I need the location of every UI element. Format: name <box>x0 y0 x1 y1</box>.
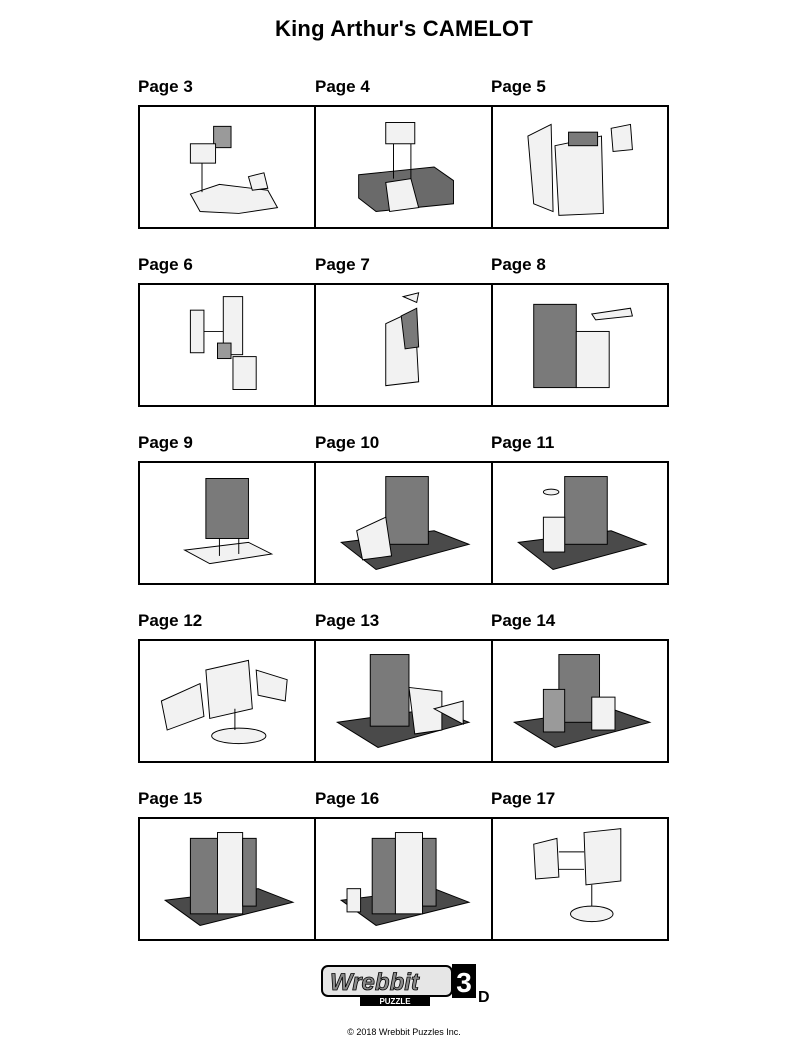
logo-sub: PUZZLE <box>379 997 411 1006</box>
step-label-page-6: Page 6 <box>138 255 193 274</box>
copyright-notice: © 2018 Wrebbit Puzzles Inc. <box>347 1027 461 1037</box>
step-illustration-page-6 <box>140 285 314 405</box>
step-illustration-page-10 <box>314 463 490 583</box>
step-row-5: Page 15 Page 16 Page 17 <box>138 789 669 941</box>
step-illustration-page-5 <box>490 107 667 227</box>
step-label-page-9: Page 9 <box>138 433 193 452</box>
step-label-page-10: Page 10 <box>315 433 380 452</box>
step-illustration-page-14 <box>490 641 667 761</box>
step-row-4: Page 12 Page 13 Page 14 <box>138 611 669 763</box>
step-label-page-4: Page 4 <box>315 77 370 96</box>
step-illustration-page-3 <box>140 107 314 227</box>
step-label-page-13: Page 13 <box>315 611 380 630</box>
step-label-page-7: Page 7 <box>315 255 370 274</box>
step-illustration-page-13 <box>314 641 490 761</box>
logo-d: D <box>478 989 490 1006</box>
step-label-page-15: Page 15 <box>138 789 203 808</box>
logo-three: 3 <box>456 967 472 998</box>
step-row-1: Page 3 Page 4 Page 5 <box>138 77 669 229</box>
step-illustration-page-16 <box>314 819 490 939</box>
step-label-page-16: Page 16 <box>315 789 380 808</box>
step-illustration-page-7 <box>314 285 490 405</box>
wrebbit-3d-logo: Wrebbit PUZZLE 3 D <box>320 962 492 1008</box>
step-label-page-3: Page 3 <box>138 77 193 96</box>
step-label-page-11: Page 11 <box>491 433 555 452</box>
step-label-page-8: Page 8 <box>491 255 546 274</box>
step-illustration-page-11 <box>490 463 667 583</box>
step-label-page-12: Page 12 <box>138 611 203 630</box>
step-label-page-17: Page 17 <box>491 789 556 808</box>
step-illustration-page-17 <box>490 819 667 939</box>
step-illustration-page-8 <box>490 285 667 405</box>
step-illustration-page-15 <box>140 819 314 939</box>
logo-word: Wrebbit <box>330 969 420 996</box>
step-illustration-page-9 <box>140 463 314 583</box>
step-row-2: Page 6 Page 7 Page 8 <box>138 255 669 407</box>
step-label-page-5: Page 5 <box>491 77 546 96</box>
step-label-page-14: Page 14 <box>491 611 556 630</box>
step-illustration-page-12 <box>140 641 314 761</box>
step-illustration-page-4 <box>314 107 490 227</box>
page-title: King Arthur's CAMELOT <box>275 16 533 41</box>
step-row-3: Page 9 Page 10 Page 11 <box>138 433 669 585</box>
